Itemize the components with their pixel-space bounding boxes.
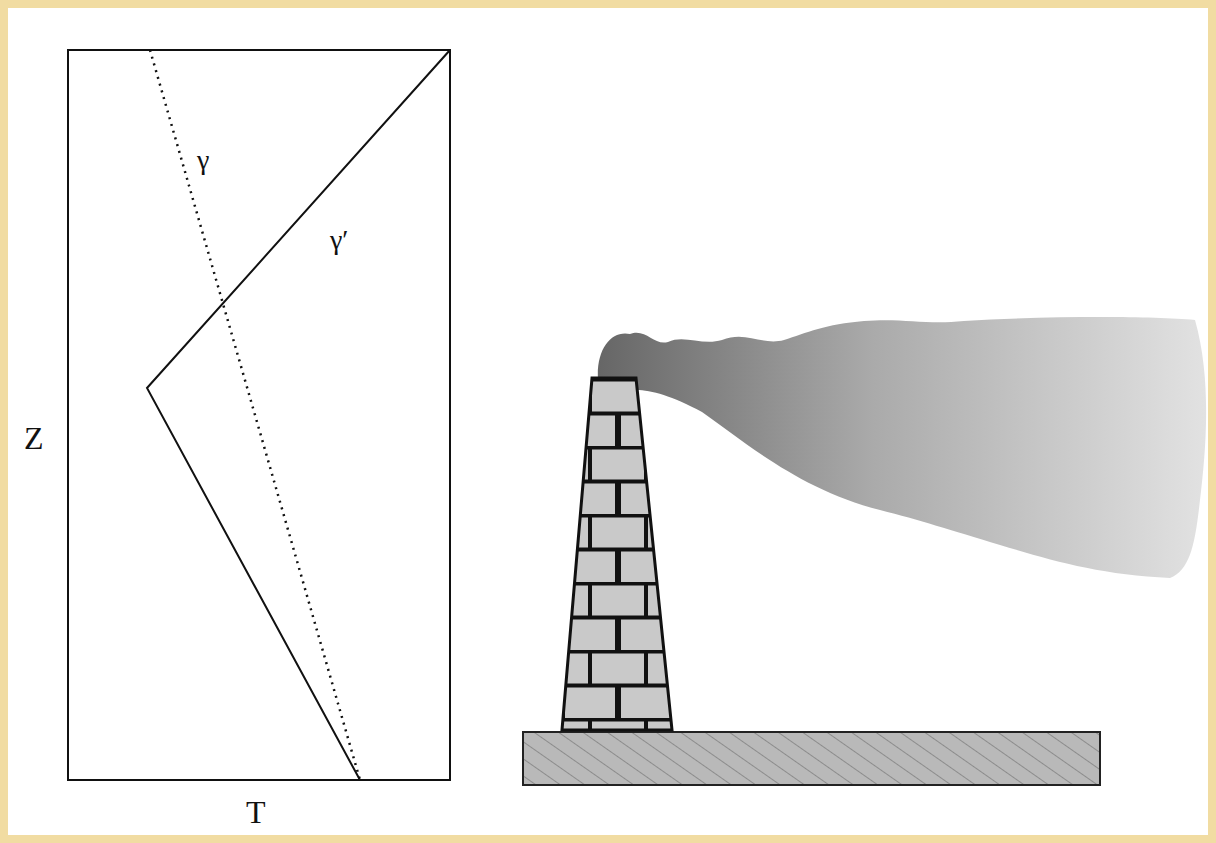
lapse-rate-label: γ <box>197 146 209 174</box>
environment-profile <box>147 50 450 780</box>
chimney <box>562 378 672 730</box>
axis-label: T <box>246 796 266 828</box>
ground <box>523 732 1100 785</box>
lapse-rate-label: γ′ <box>330 226 349 254</box>
axis-label: Z <box>24 422 44 454</box>
smoke-plume <box>598 317 1206 578</box>
adiabatic-lapse-line <box>150 50 360 780</box>
plot-frame <box>68 50 450 780</box>
